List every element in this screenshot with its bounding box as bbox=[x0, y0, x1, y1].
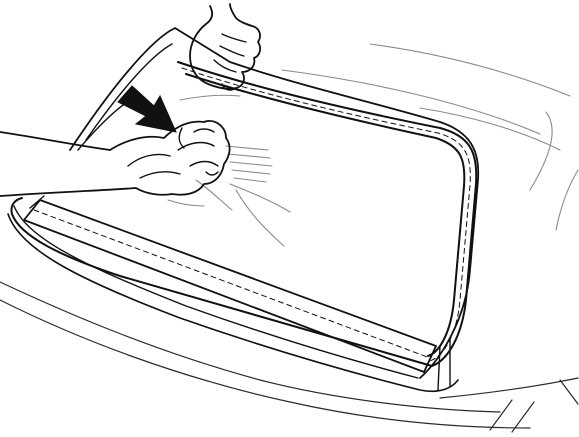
glass-pane bbox=[8, 196, 458, 391]
window-seal bbox=[11, 62, 476, 366]
lower-hand-with-cloth bbox=[0, 121, 230, 196]
pointer-arrow bbox=[118, 86, 176, 132]
car-body-outline bbox=[0, 44, 578, 432]
cleaning-streaks bbox=[168, 95, 290, 246]
